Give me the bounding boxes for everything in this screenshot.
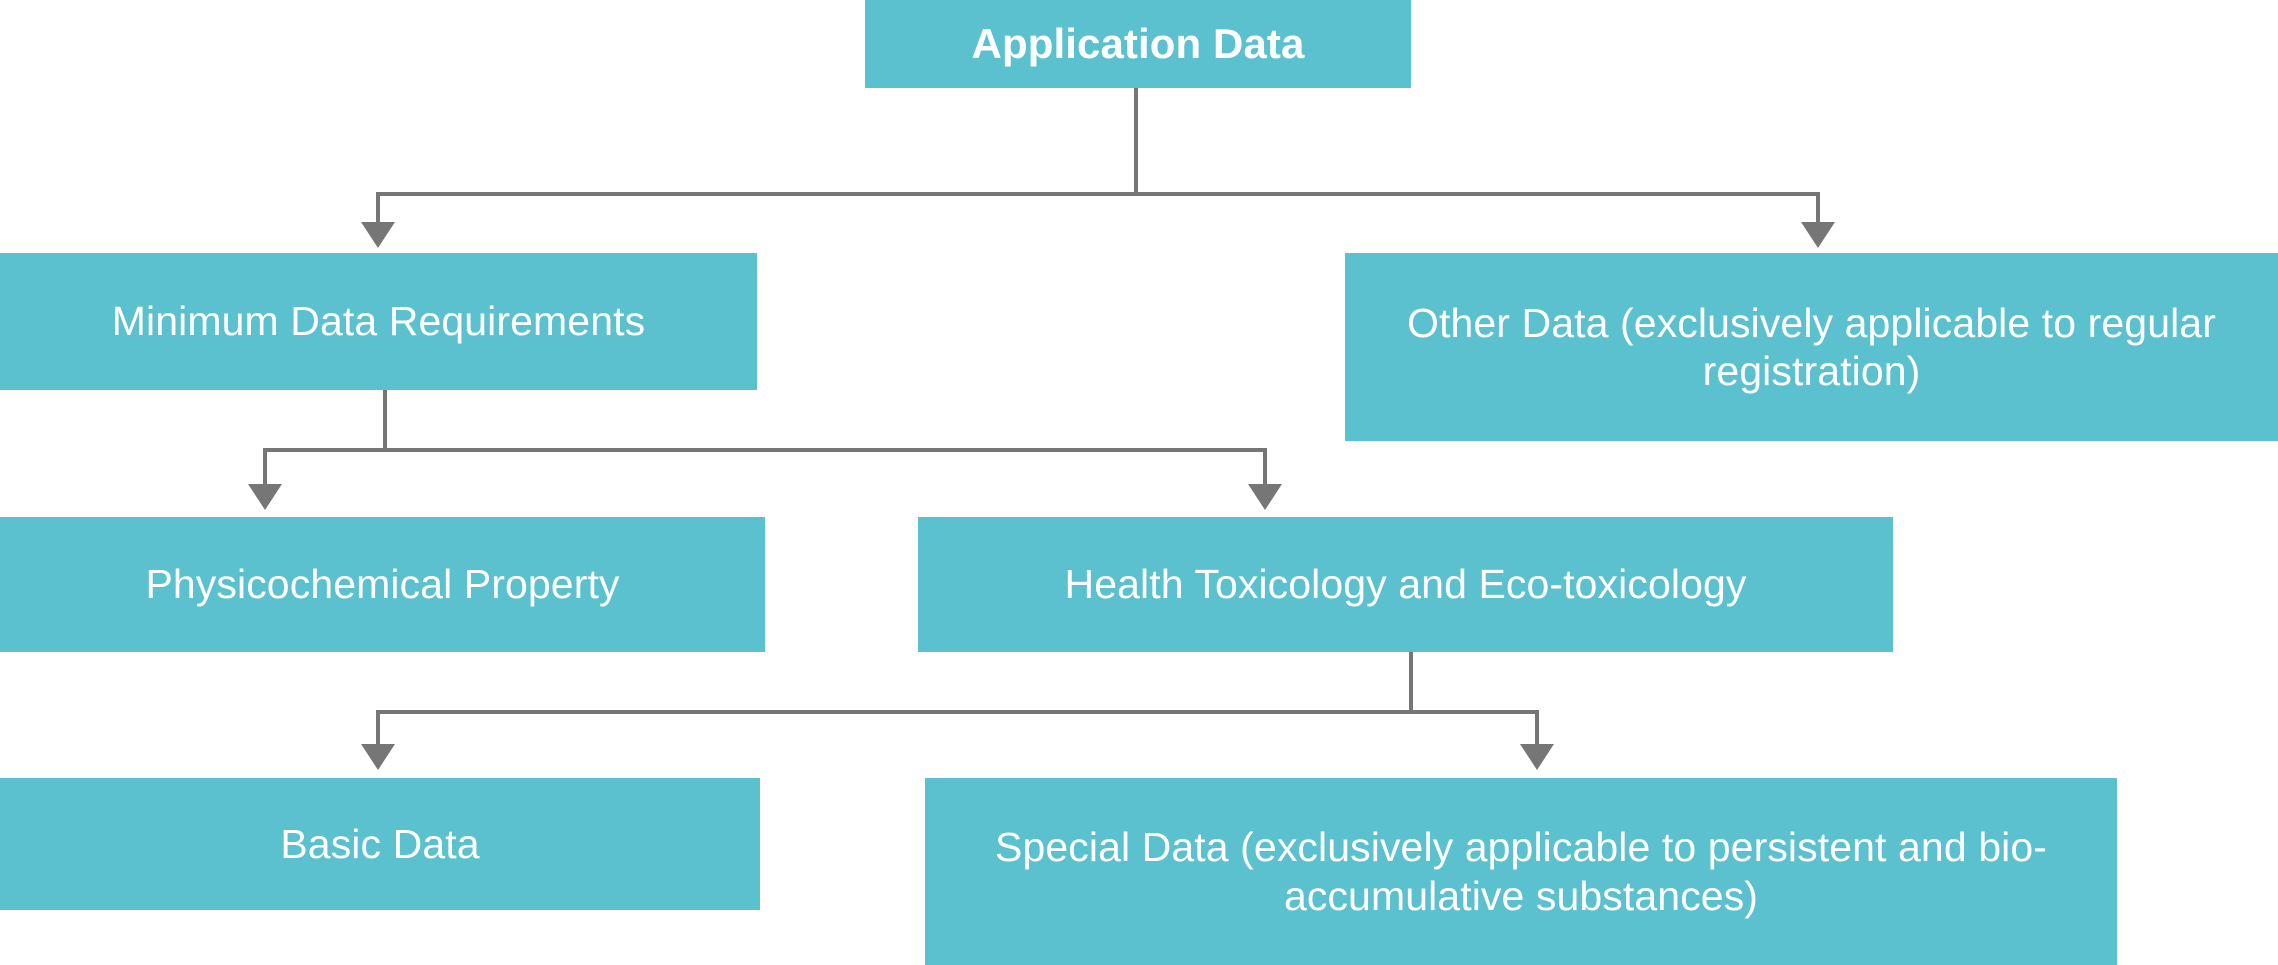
node-label-other-data: Other Data (exclusively applicable to re… <box>1407 299 2216 394</box>
node-label-application-data: Application Data <box>971 20 1305 68</box>
connector-root-stem <box>1134 88 1138 194</box>
arrowhead-minimum-data-to-physicochemical <box>248 484 282 510</box>
node-other-data[interactable]: Other Data (exclusively applicable to re… <box>1345 253 2278 441</box>
connector-root-bus <box>376 192 1820 196</box>
node-physicochemical-property[interactable]: Physicochemical Property <box>0 517 765 652</box>
node-label-physicochemical-property: Physicochemical Property <box>145 561 620 608</box>
arrowhead-health-toxicology-to-basic-data <box>361 744 395 770</box>
connector-minimum-data-bus <box>263 448 1267 452</box>
connector-health-toxicology-bus <box>376 710 1539 714</box>
arrowhead-minimum-data-to-health-toxicology <box>1248 484 1282 510</box>
node-label-minimum-data-requirements: Minimum Data Requirements <box>111 298 646 345</box>
node-health-toxicology-and-eco-toxicology[interactable]: Health Toxicology and Eco-toxicology <box>918 517 1893 652</box>
connector-minimum-data-to-health-toxicology <box>1263 448 1267 486</box>
node-special-data[interactable]: Special Data (exclusively applicable to … <box>925 778 2117 965</box>
connector-health-toxicology-stem <box>1409 652 1413 712</box>
connector-health-toxicology-to-basic-data <box>376 710 380 746</box>
connector-minimum-data-to-physicochemical <box>263 448 267 486</box>
connector-root-to-other-data <box>1816 192 1820 224</box>
connector-health-toxicology-to-special-data <box>1535 710 1539 746</box>
arrowhead-root-to-minimum-data <box>361 222 395 248</box>
node-label-health-toxicology-and-eco-toxicology: Health Toxicology and Eco-toxicology <box>1064 561 1747 608</box>
node-label-basic-data: Basic Data <box>280 820 480 867</box>
arrowhead-root-to-other-data <box>1801 222 1835 248</box>
node-basic-data[interactable]: Basic Data <box>0 778 760 910</box>
node-minimum-data-requirements[interactable]: Minimum Data Requirements <box>0 253 757 390</box>
connector-root-to-minimum-data <box>376 192 380 224</box>
connector-minimum-data-stem <box>383 390 387 450</box>
node-application-data[interactable]: Application Data <box>865 0 1411 88</box>
arrowhead-health-toxicology-to-special-data <box>1520 744 1554 770</box>
node-label-special-data: Special Data (exclusively applicable to … <box>995 824 2047 919</box>
